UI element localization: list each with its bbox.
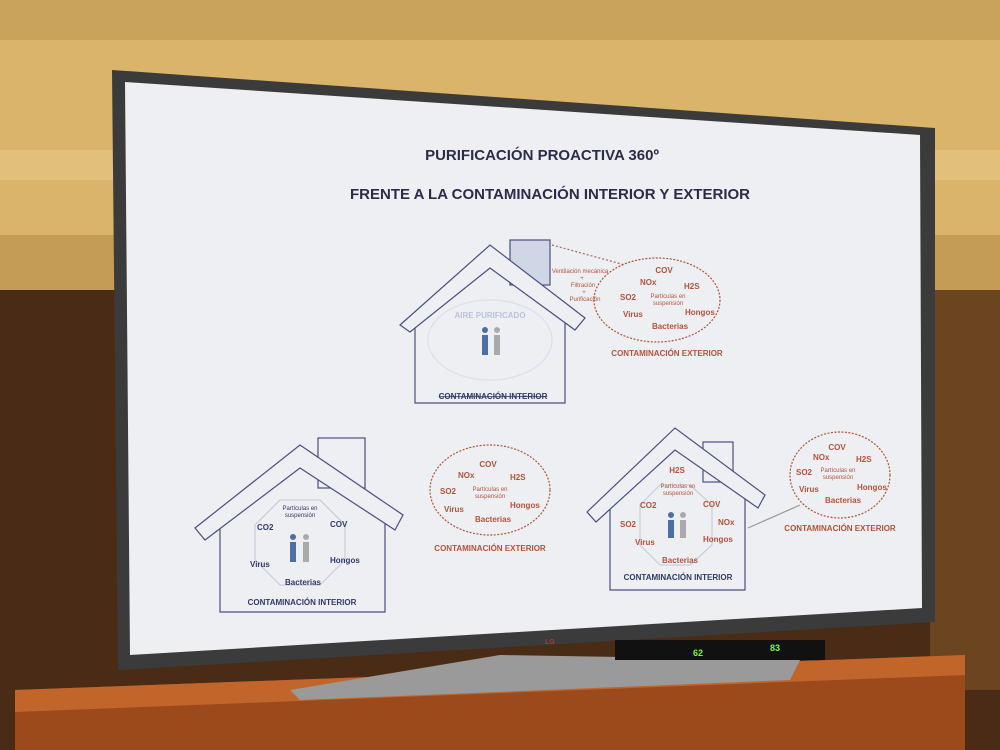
- pollutant: suspensión: [653, 301, 683, 307]
- process-4: +: [582, 290, 586, 296]
- pollutant: Bacterias: [662, 556, 699, 565]
- pollutant: SO2: [620, 520, 637, 529]
- process-2: +: [580, 276, 584, 282]
- pollutant: H2S: [510, 473, 526, 482]
- bottom-right-exterior-label: CONTAMINACIÓN EXTERIOR: [784, 524, 896, 533]
- pollutant: COV: [703, 500, 721, 509]
- pollutant: Virus: [623, 310, 643, 319]
- pollutant: SO2: [620, 293, 637, 302]
- bottom-right-exterior-cloud: [789, 431, 891, 519]
- top-house: [399, 239, 626, 404]
- pollutant: H2S: [856, 455, 872, 464]
- pollutant: Virus: [250, 560, 270, 569]
- pollutant: CO2: [257, 523, 274, 532]
- pollutant: Virus: [444, 505, 464, 514]
- pollutant: Hongos: [330, 556, 360, 565]
- bottom-right-house: [586, 427, 801, 591]
- pollutant: Hongos: [703, 535, 733, 544]
- slide-title-2: FRENTE A LA CONTAMINACIÓN INTERIOR Y EXT…: [350, 185, 750, 203]
- pollutant: Bacterias: [285, 578, 322, 587]
- pollutant: Partículas en: [282, 506, 317, 512]
- pollutant: COV: [655, 266, 673, 275]
- pollutant: Bacterias: [652, 322, 689, 331]
- bottom-right-exterior: COV NOx H2S SO2 Partículas en suspensión…: [784, 443, 896, 533]
- slide-title-1: PURIFICACIÓN PROACTIVA 360º: [425, 146, 659, 164]
- pollutant: SO2: [796, 468, 813, 477]
- set-top-box: [615, 640, 825, 660]
- pollutant: Partículas en: [650, 294, 685, 300]
- top-exterior-cloud: [593, 257, 721, 343]
- tv-brand-logo: LG: [545, 639, 555, 646]
- pollutant: NOx: [640, 278, 657, 287]
- pollutant: Partículas en: [820, 468, 855, 474]
- bottom-left-house: [194, 437, 404, 613]
- pollutant: Virus: [635, 538, 655, 547]
- pollutant: NOx: [718, 518, 735, 527]
- pollutant: suspensión: [823, 475, 853, 481]
- people-icon: [290, 327, 686, 562]
- pollutant: NOx: [458, 471, 475, 480]
- pollutant: suspensión: [475, 494, 505, 500]
- top-exterior-label: CONTAMINACIÓN EXTERIOR: [611, 349, 723, 358]
- pollutant: Hongos: [857, 483, 887, 492]
- display-left: 62: [693, 648, 703, 658]
- top-interior-label: CONTAMINACIÓN INTERIOR: [439, 392, 548, 401]
- pollutant: Virus: [799, 485, 819, 494]
- purified-air-label: AIRE PURIFICADO: [454, 311, 525, 320]
- pollutant: COV: [479, 460, 497, 469]
- bottom-left-interior: Partículas en suspensión CO2 COV Virus H…: [248, 506, 361, 607]
- bottom-left-exterior-cloud: [429, 444, 551, 536]
- pollutant: Bacterias: [475, 515, 512, 524]
- bottom-right-interior-label: CONTAMINACIÓN INTERIOR: [624, 573, 733, 582]
- process-5: Purificación: [569, 297, 600, 303]
- pollutant: H2S: [684, 282, 700, 291]
- pollutant: H2S: [669, 466, 685, 475]
- bottom-right-interior: H2S Partículas en suspensión CO2 COV SO2…: [620, 466, 735, 565]
- bottom-left-exterior: COV NOx H2S SO2 Partículas en suspensión…: [434, 460, 546, 553]
- pollutant: Bacterias: [825, 496, 862, 505]
- pollutant: CO2: [640, 501, 657, 510]
- pollutant: COV: [330, 520, 348, 529]
- top-pollutants: COV NOx H2S SO2 Partículas en suspensión…: [620, 266, 715, 331]
- pollutant: Partículas en: [472, 487, 507, 493]
- display-right: 83: [770, 643, 780, 653]
- pollutant: Partículas en: [660, 484, 695, 490]
- pollutant: NOx: [813, 453, 830, 462]
- pollutant: COV: [828, 443, 846, 452]
- tv-stand: [290, 655, 800, 700]
- pollutant: Hongos: [510, 501, 540, 510]
- bottom-left-exterior-label: CONTAMINACIÓN EXTERIOR: [434, 544, 546, 553]
- pollutant: suspensión: [663, 491, 693, 497]
- pollutant: Hongos: [685, 308, 715, 317]
- bottom-left-interior-label: CONTAMINACIÓN INTERIOR: [248, 598, 357, 607]
- process-1: Ventilación mecánica: [552, 269, 609, 275]
- pollutant: SO2: [440, 487, 457, 496]
- slide: [125, 82, 922, 655]
- pollutant: suspensión: [285, 513, 315, 519]
- process-3: Filtración: [571, 283, 595, 289]
